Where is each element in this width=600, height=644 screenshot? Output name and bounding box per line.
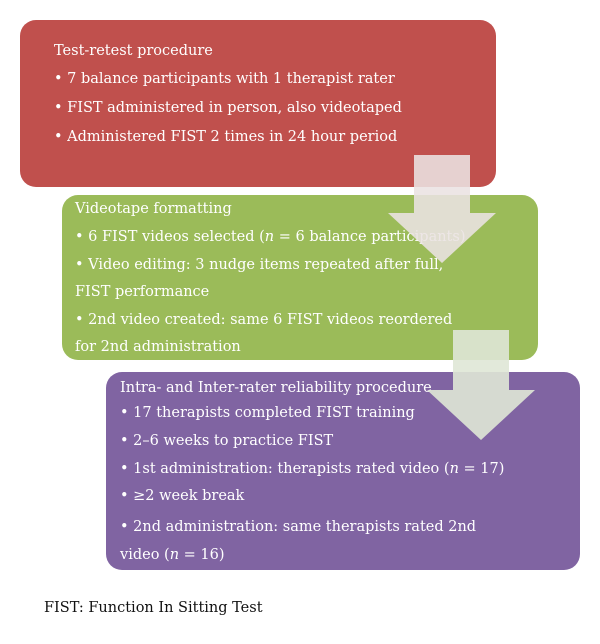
test-retest-item-3: • Administered FIST 2 times in 24 hour p… bbox=[54, 129, 398, 145]
reliability-item-1: • 17 therapists completed FIST training bbox=[120, 405, 415, 421]
down-arrow-1 bbox=[388, 155, 496, 263]
test-retest-item-2: • FIST administered in person, also vide… bbox=[54, 100, 402, 116]
videotape-item-2-line-2: FIST performance bbox=[75, 284, 210, 300]
videotape-item-2-line-1: • Video editing: 3 nudge items repeated … bbox=[75, 257, 444, 273]
reliability-item-4: • ≥2 week break bbox=[120, 488, 245, 504]
videotape-item-3-line-1: • 2nd video created: same 6 FIST videos … bbox=[75, 312, 453, 328]
reliability-item-2: • 2–6 weeks to practice FIST bbox=[120, 433, 334, 449]
reliability-procedure-title: Intra- and Inter-rater reliability proce… bbox=[120, 380, 432, 396]
down-arrow-2 bbox=[427, 330, 535, 440]
test-retest-title: Test-retest procedure bbox=[54, 43, 213, 59]
reliability-item-3: • 1st administration: therapists rated v… bbox=[120, 461, 505, 477]
videotape-item-3-line-2: for 2nd administration bbox=[75, 339, 241, 355]
test-retest-item-1: • 7 balance participants with 1 therapis… bbox=[54, 71, 395, 87]
test-retest-box: Test-retest procedure • 7 balance partic… bbox=[20, 20, 496, 187]
reliability-item-5-line-2: video (n = 16) bbox=[120, 547, 225, 563]
footnote: FIST: Function In Sitting Test bbox=[44, 600, 263, 616]
reliability-item-5-line-1: • 2nd administration: same therapists ra… bbox=[120, 519, 477, 535]
videotape-formatting-title: Videotape formatting bbox=[75, 201, 232, 217]
